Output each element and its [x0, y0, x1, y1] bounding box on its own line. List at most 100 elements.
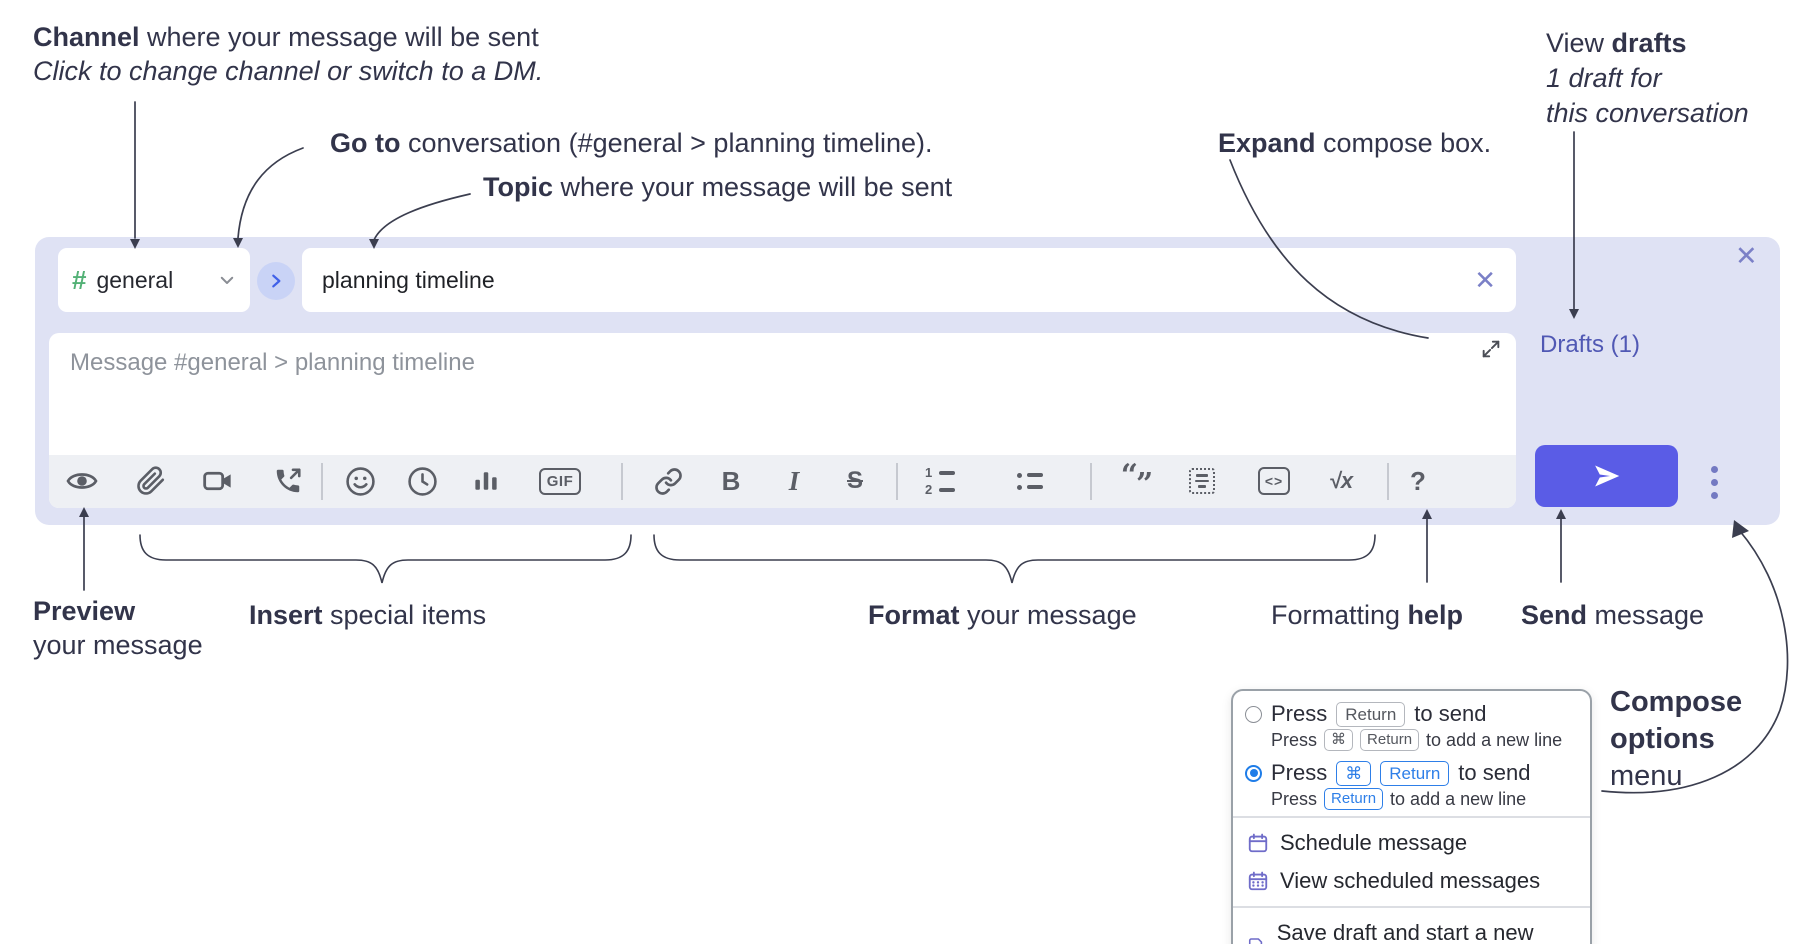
annotation-channel-bold: Channel [33, 22, 140, 52]
blockquote-icon: “” [1120, 458, 1154, 502]
annotation-compose-line2: options [1610, 723, 1715, 755]
message-box: Message #general > planning timeline [49, 333, 1516, 508]
preview-button[interactable] [57, 458, 107, 504]
italic-button[interactable]: I [769, 458, 819, 504]
gif-button[interactable]: GIF [535, 458, 585, 504]
expand-compose-icon[interactable] [1480, 338, 1502, 365]
message-input[interactable]: Message #general > planning timeline [70, 349, 475, 376]
code-block-icon [1189, 468, 1215, 494]
calendar-list-icon [1248, 871, 1268, 891]
option1-subtext: Press ⌘ Return to add a new line [1271, 729, 1563, 751]
recent-button[interactable] [397, 458, 447, 504]
keycap-return: Return [1360, 729, 1420, 751]
bold-button[interactable]: B [706, 458, 756, 504]
annotation-drafts-pre: View [1546, 28, 1612, 58]
strikethrough-button[interactable]: S [830, 458, 880, 504]
bold-icon: B [721, 465, 741, 496]
radio-selected-icon[interactable] [1245, 764, 1262, 782]
annotation-send: Send message [1521, 598, 1704, 632]
menu-item-save-draft[interactable]: Save draft and start a new message [1233, 914, 1590, 944]
annotation-expand-rest: compose box. [1315, 128, 1492, 158]
keycap-return: Return [1336, 701, 1406, 727]
audio-clip-button[interactable] [263, 458, 313, 504]
annotation-send-rest: message [1587, 600, 1705, 630]
option-return-to-send[interactable]: Press Return to send [1233, 698, 1590, 727]
code-block-button[interactable] [1177, 458, 1227, 504]
strikethrough-icon: S [846, 467, 863, 494]
formatting-help-button[interactable]: ? [1393, 458, 1443, 504]
radio-unselected-icon[interactable] [1245, 705, 1262, 723]
topic-input[interactable]: planning timeline ✕ [302, 248, 1516, 312]
annotation-topic-bold: Topic [483, 172, 553, 202]
toolbar-divider [621, 463, 623, 500]
send-plane-icon [1594, 465, 1619, 487]
bar-chart-icon [475, 472, 497, 490]
video-clip-button[interactable] [193, 458, 243, 504]
option1-pre: Press [1271, 701, 1328, 726]
formatting-toolbar: GIF B I S 1 2 [49, 455, 1516, 508]
annotation-insert: Insert special items [249, 598, 486, 632]
annotation-preview-line2: your message [33, 630, 203, 660]
annotation-drafts: View drafts 1 draft for this conversatio… [1546, 26, 1749, 131]
question-mark-icon: ? [1410, 465, 1426, 496]
italic-icon: I [788, 465, 800, 496]
topic-value: planning timeline [322, 266, 495, 293]
keycap-cmd-blue: ⌘ [1336, 760, 1372, 786]
formula-button[interactable]: √x [1316, 458, 1366, 504]
menu-item-label: Save draft and start a new message [1276, 920, 1534, 944]
ordered-list-button[interactable]: 1 2 [915, 458, 965, 504]
bulleted-list-icon [1017, 472, 1043, 490]
menu-item-schedule-message[interactable]: Schedule message [1233, 824, 1590, 862]
keycap-return-blue: Return [1324, 788, 1384, 810]
emoji-button[interactable] [335, 458, 385, 504]
toolbar-divider [896, 463, 898, 500]
menu-divider [1233, 816, 1590, 818]
channel-selector-button[interactable]: # general [58, 248, 250, 312]
calendar-icon [1248, 833, 1268, 853]
toolbar-divider [321, 463, 323, 500]
annotation-help-bold: help [1407, 600, 1464, 630]
channel-hash-icon: # [72, 264, 87, 295]
drafts-link[interactable]: Drafts (1) [1540, 331, 1641, 358]
annotation-help-pre: Formatting [1271, 600, 1408, 630]
topic-arrow-line [373, 193, 471, 241]
annotation-drafts-line2: 1 draft for [1546, 63, 1662, 93]
annotation-topic: Topic where your message will be sent [483, 170, 952, 204]
annotation-preview-bold: Preview [33, 596, 136, 626]
attach-file-button[interactable] [126, 458, 176, 504]
insert-brace [139, 534, 632, 584]
annotation-insert-bold: Insert [249, 600, 323, 630]
inline-code-button[interactable]: <> [1249, 458, 1299, 504]
annotation-send-bold: Send [1521, 600, 1588, 630]
bulleted-list-button[interactable] [1005, 458, 1055, 504]
annotation-drafts-bold: drafts [1611, 28, 1687, 58]
formula-icon: √x [1328, 468, 1354, 493]
annotation-compose-line3: menu [1610, 760, 1683, 792]
poll-button[interactable] [461, 458, 511, 504]
option2-pre: Press [1271, 760, 1328, 785]
clear-topic-icon[interactable]: ✕ [1474, 265, 1496, 295]
annotation-compose-line1: Compose [1610, 686, 1743, 718]
menu-item-label: Schedule message [1280, 830, 1468, 855]
blockquote-button[interactable]: “” [1113, 458, 1163, 504]
send-button[interactable] [1535, 445, 1678, 507]
goto-conversation-button[interactable] [257, 262, 295, 300]
save-draft-icon [1248, 938, 1263, 944]
chevron-down-icon [220, 276, 234, 284]
phone-call-icon [276, 468, 301, 493]
menu-divider [1233, 906, 1590, 908]
link-button[interactable] [643, 458, 693, 504]
chevron-right-icon [272, 274, 281, 288]
annotation-goto: Go to conversation (#general > planning … [330, 126, 933, 160]
gif-icon: GIF [538, 467, 582, 495]
option2-subtext: Press Return to add a new line [1271, 788, 1527, 810]
option-cmd-return-to-send[interactable]: Press ⌘ Return to send [1233, 757, 1590, 786]
inline-code-icon: <> [1257, 467, 1291, 495]
compose-options-menu: Press Return to send Press ⌘ Return to a… [1231, 689, 1592, 944]
annotation-channel-rest: where your message will be sent [139, 22, 539, 52]
menu-item-label: View scheduled messages [1280, 868, 1541, 893]
menu-item-view-scheduled[interactable]: View scheduled messages [1233, 862, 1590, 900]
compose-options-button[interactable] [1711, 466, 1718, 499]
close-compose-icon[interactable]: ✕ [1735, 241, 1758, 271]
